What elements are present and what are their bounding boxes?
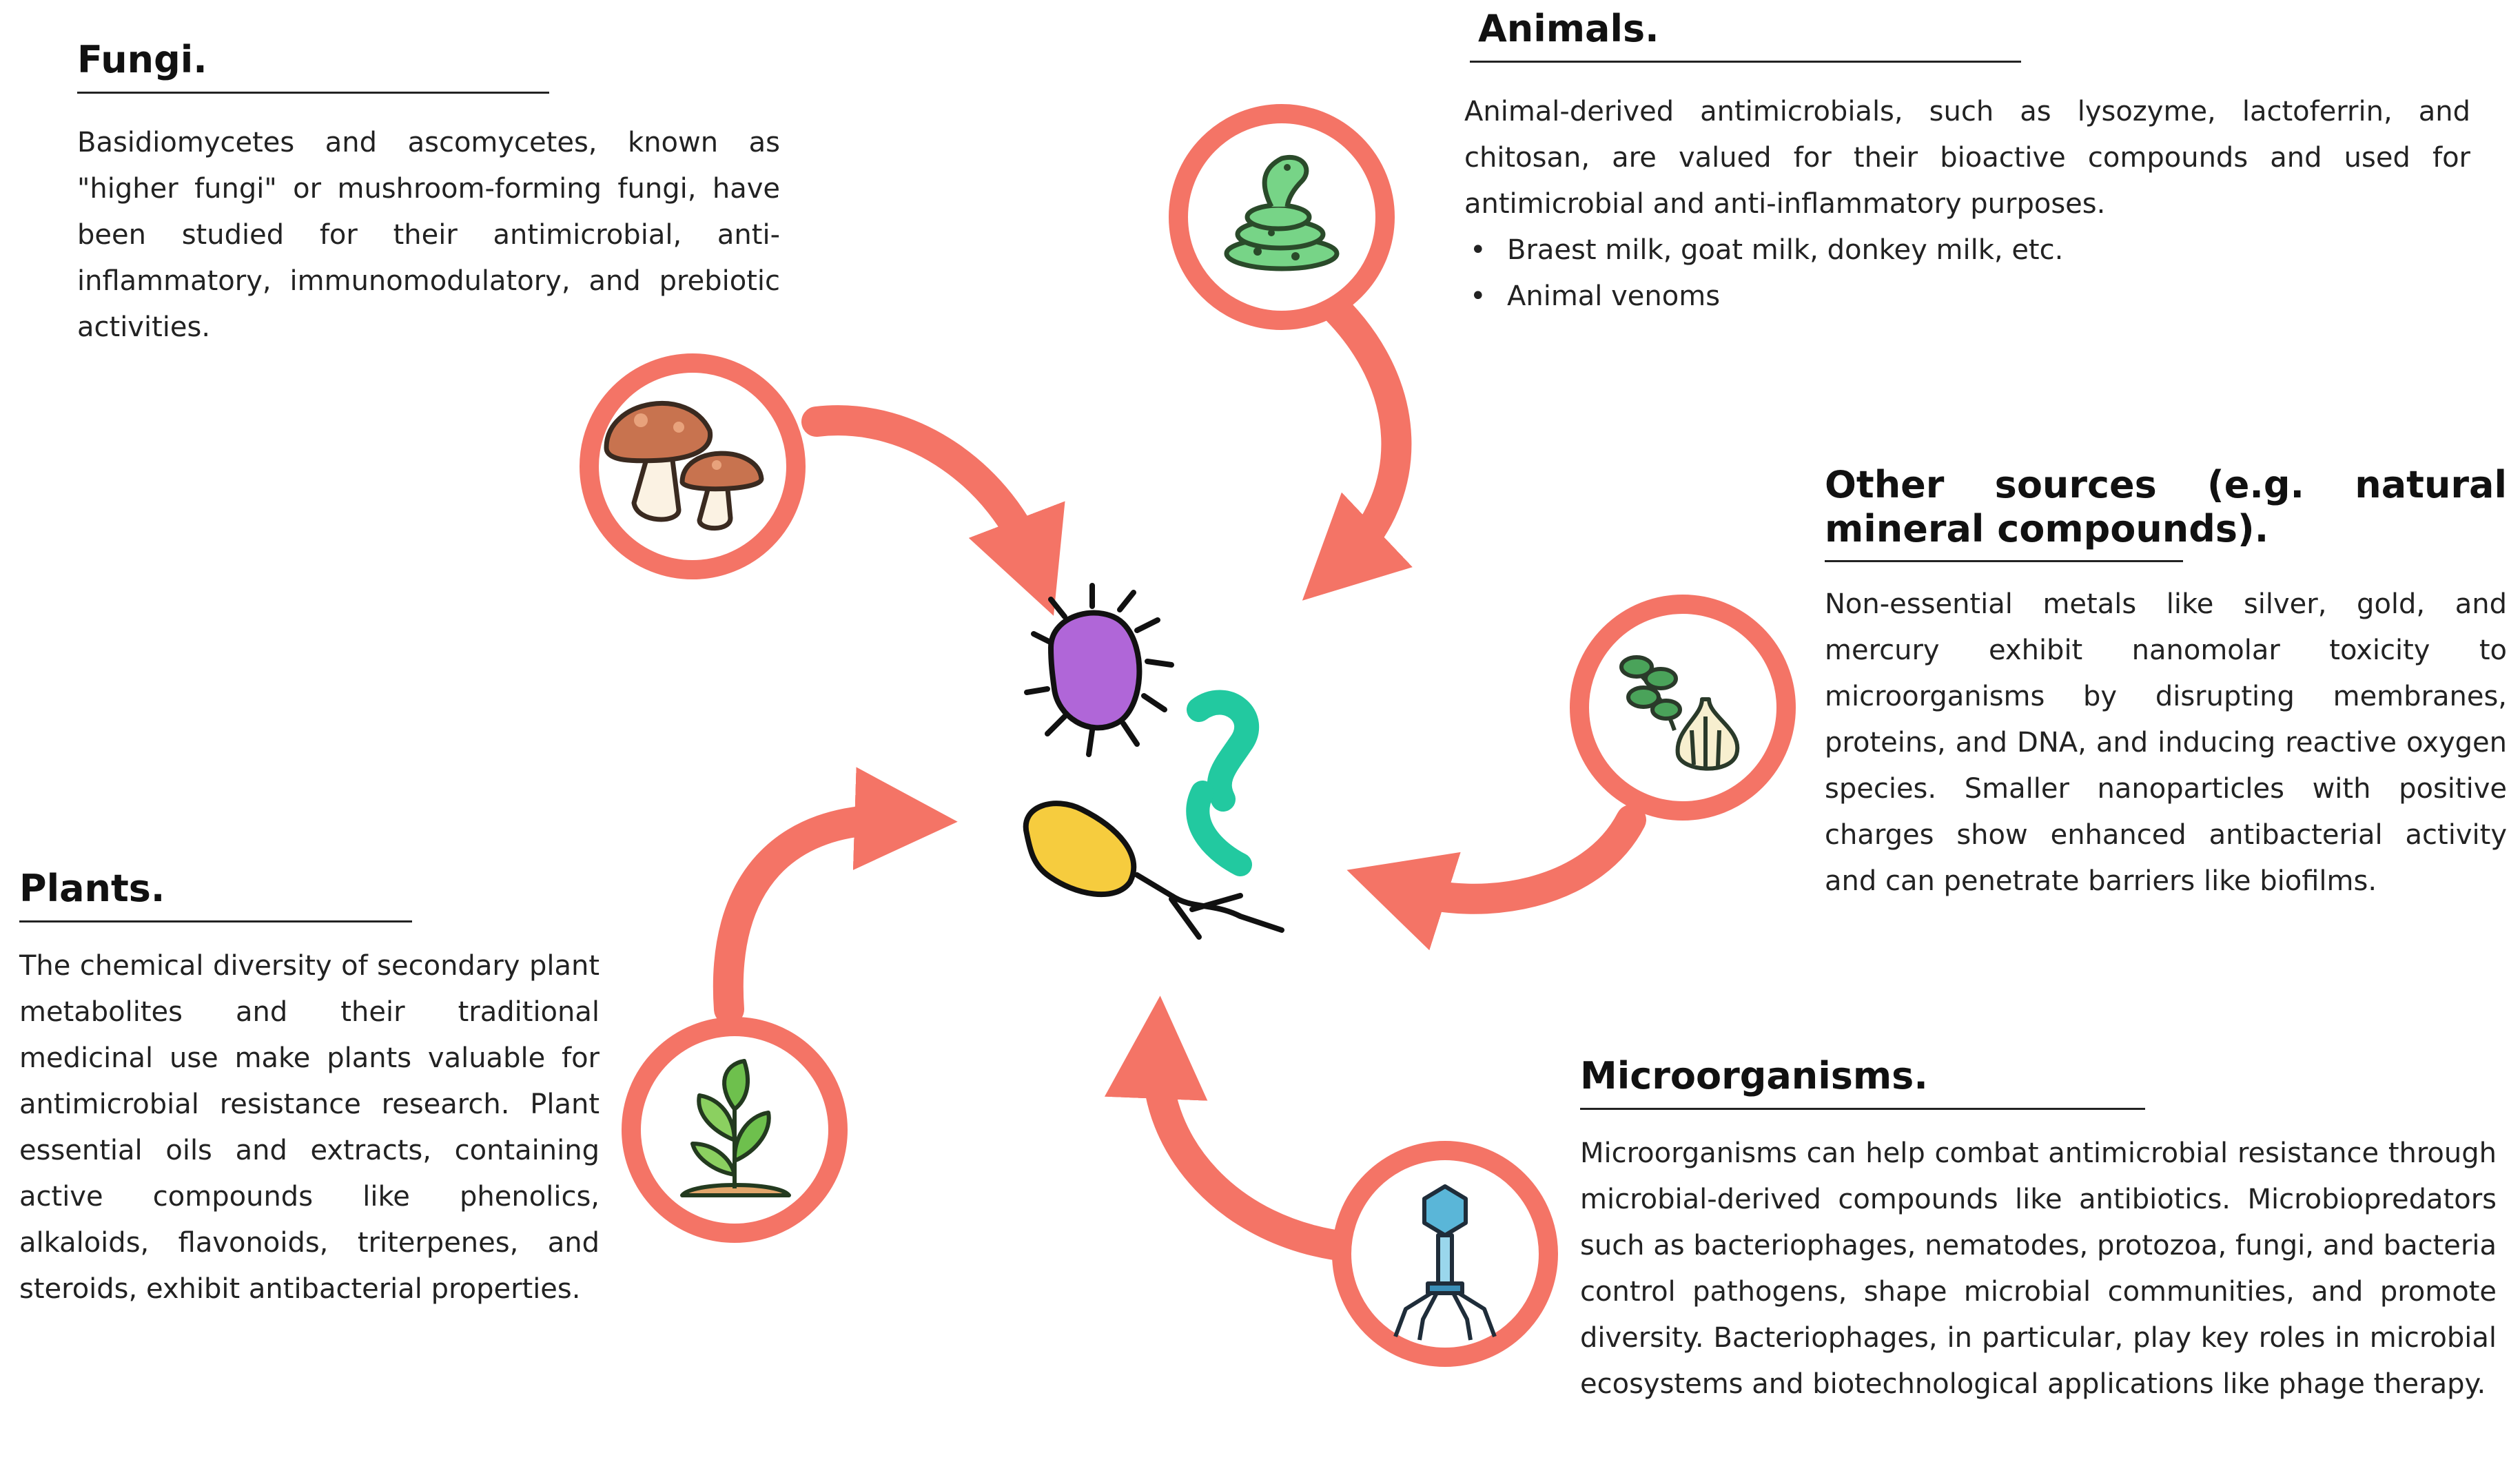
fungi-section: Fungi. Basidiomycetes and ascomycetes, k… [77, 38, 780, 378]
snake-icon [1224, 154, 1340, 271]
animals-rule [1470, 60, 2021, 63]
plants-rule [19, 920, 412, 922]
microorganisms-section: Microorganisms. Microorganisms can help … [1580, 1054, 2497, 1435]
other-section: Other sources (e.g. natural mineral comp… [1825, 463, 2507, 932]
herbs-garlic-icon [1619, 655, 1740, 771]
fungi-rule [77, 91, 549, 94]
microorganisms-rule [1580, 1107, 2145, 1110]
arrows [713, 285, 1646, 1262]
arrow-plants [713, 767, 958, 1024]
plants-section: Plants. The chemical diversity of second… [19, 867, 600, 1340]
animals-title: Animals. [1478, 7, 1659, 50]
other-circle [1570, 595, 1796, 821]
animals-section: Animals. Animal-derived antimicrobials, … [1464, 7, 2470, 320]
arrow-fungi [801, 405, 1065, 616]
arrow-animals [1302, 285, 1413, 601]
purple-bacterium [1024, 583, 1174, 757]
fungi-text: Basidiomycetes and ascomycetes, known as… [77, 126, 780, 343]
plants-text: The chemical diversity of secondary plan… [19, 949, 600, 1305]
green-bacterium-2 [1186, 781, 1252, 876]
animals-text: Animal-derived antimicrobials, such as l… [1464, 95, 2470, 220]
green-bacterium-1 [1187, 690, 1260, 812]
bacteria-cluster-icon [1023, 583, 1284, 940]
other-rule [1825, 560, 2183, 563]
plant-sprout-icon [680, 1059, 791, 1197]
fungi-title: Fungi. [77, 38, 207, 81]
microorganisms-title: Microorganisms. [1580, 1054, 1928, 1097]
microorganisms-text: Microorganisms can help combat antimicro… [1580, 1137, 2497, 1400]
arrow-micro [1104, 996, 1364, 1262]
plants-title: Plants. [19, 867, 165, 910]
animals-bullets: Braest milk, goat milk, donkey milk, etc… [1464, 227, 2470, 320]
animals-bullet-item: Animal venoms [1464, 274, 2470, 320]
arrow-other [1346, 805, 1646, 951]
mushroom-icon [604, 401, 764, 531]
yellow-bacterium [1023, 801, 1137, 898]
other-title: Other sources (e.g. natural mineral comp… [1825, 463, 2507, 550]
bacteriophage-icon [1393, 1184, 1497, 1341]
animals-bullet-item: Braest milk, goat milk, donkey milk, etc… [1464, 227, 2470, 274]
other-text: Non-essential metals like silver, gold, … [1825, 588, 2507, 898]
bacterium-flagella [1134, 872, 1284, 940]
